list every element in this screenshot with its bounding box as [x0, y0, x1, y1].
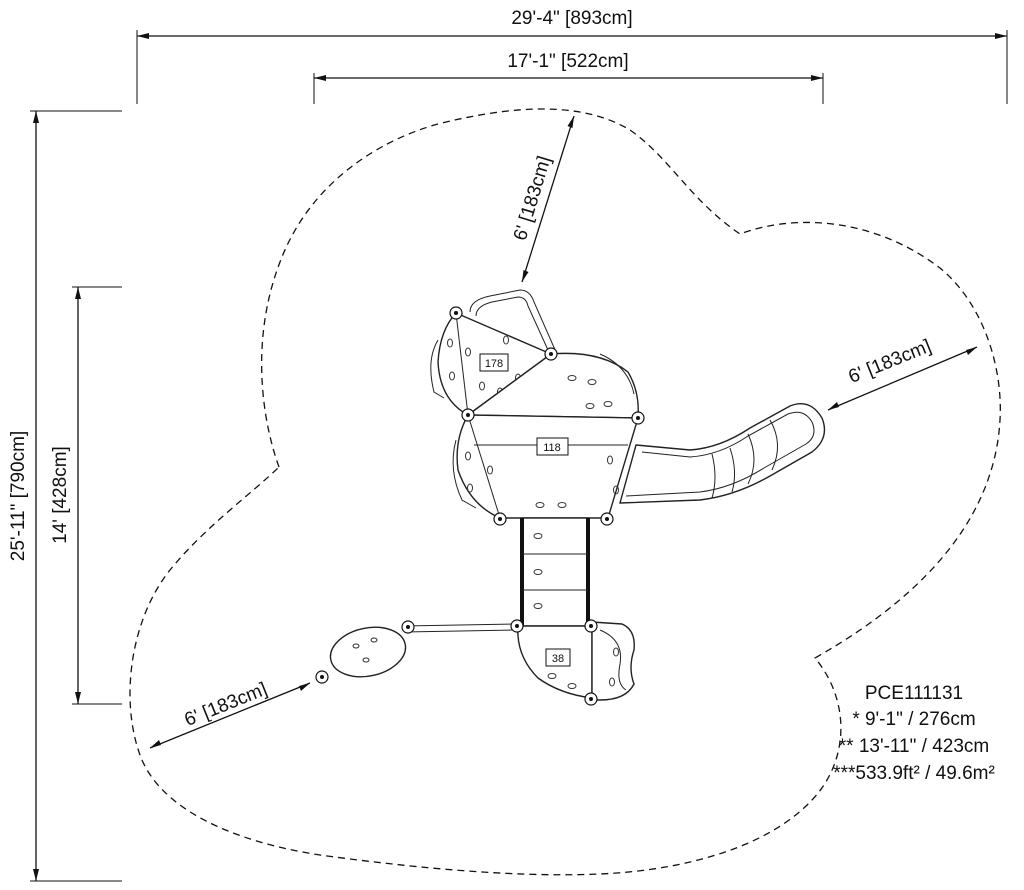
climbing-ladder — [520, 517, 590, 627]
clearance-top: 6' [183cm] — [510, 115, 575, 283]
lower-deck — [517, 621, 635, 701]
use-zone-boundary — [129, 108, 1001, 876]
deck-tag-center-label: 118 — [543, 442, 561, 454]
inner-width-label: 17'-1" [522cm] — [507, 51, 628, 72]
model-number: PCE111131 — [865, 683, 963, 704]
deck-tag-center: 118 — [536, 437, 569, 456]
clearance-right: 6' [183cm] — [827, 336, 978, 411]
deck-tag-lower-label: 38 — [552, 653, 564, 665]
overall-width-label: 29'-4" [893cm] — [511, 8, 632, 29]
spec-line-2: ** 13'-11" / 423cm — [839, 736, 990, 757]
center-deck — [452, 414, 639, 519]
clearance-left: 6' [183cm] — [149, 679, 311, 749]
spec-block: PCE111131 * 9'-1" / 276cm ** 13'-11" / 4… — [833, 683, 995, 784]
deck-tag-upper-left: 178 — [479, 353, 509, 372]
dimension-overall-width: 29'-4" [893cm] — [136, 8, 1008, 104]
spec-line-3: ***533.9ft² / 49.6m² — [833, 763, 995, 784]
oval-stepper — [329, 623, 515, 678]
spec-line-1: * 9'-1" / 276cm — [852, 709, 975, 730]
upper-arch-rail — [469, 289, 557, 353]
dimension-inner-width: 17'-1" [522cm] — [313, 51, 824, 104]
overall-depth-label: 25'-11" [790cm] — [8, 431, 29, 561]
support-posts — [315, 306, 645, 706]
tube-slide — [619, 403, 826, 504]
dimension-overall-depth: 25'-11" [790cm] — [8, 110, 122, 882]
clearance-right-label: 6' [183cm] — [846, 336, 935, 388]
inner-depth-label: 14' [428cm] — [50, 446, 71, 544]
deck-tag-lower: 38 — [545, 648, 571, 667]
deck-tag-upper-left-label: 178 — [485, 358, 503, 370]
dimension-inner-depth: 14' [428cm] — [50, 286, 122, 705]
